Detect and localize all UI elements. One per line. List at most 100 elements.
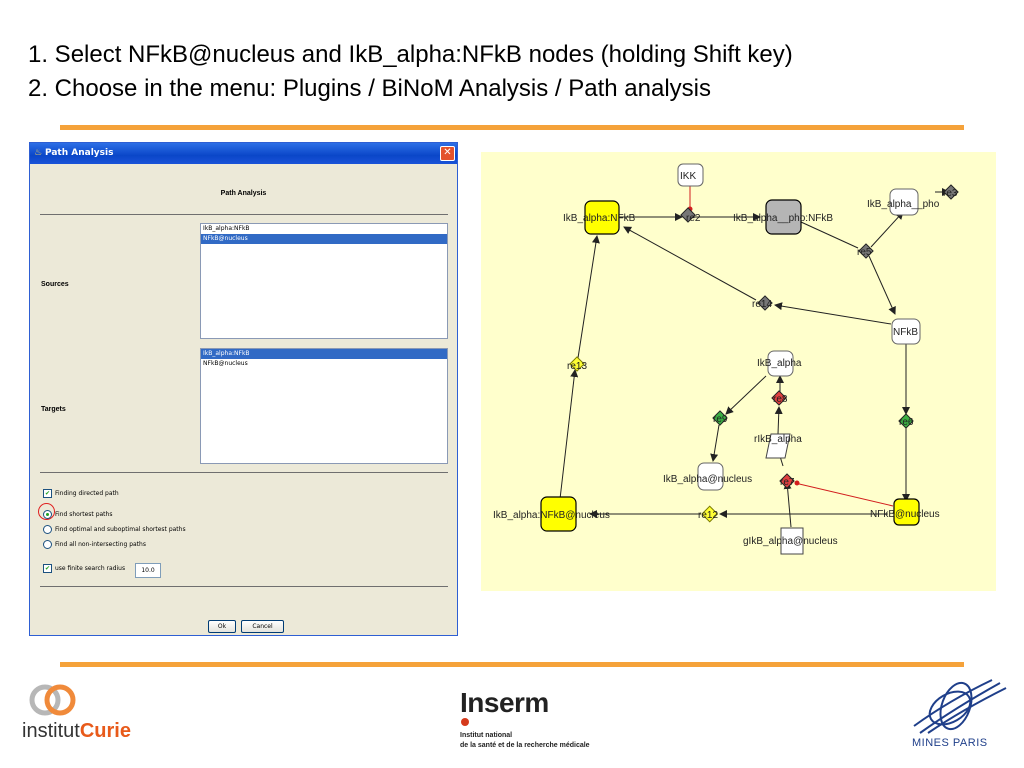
curie-logo-icon xyxy=(29,684,76,716)
shortest-paths-radio[interactable] xyxy=(43,510,52,519)
nonintersecting-paths-radio[interactable] xyxy=(43,540,52,549)
node-labels: IKK IkB_alpha:NFkB IkB_alpha__pho:NFkB I… xyxy=(493,171,940,547)
directed-path-checkbox[interactable]: ✔ xyxy=(43,489,52,498)
target-item[interactable]: IkB_alpha:NFkB xyxy=(201,349,447,359)
instruction-line-1: 1. Select NFkB@nucleus and IkB_alpha:NFk… xyxy=(28,41,793,68)
label-re3: re3 xyxy=(943,188,958,199)
node-ikk[interactable] xyxy=(677,163,704,187)
inserm-subtitle-line-2: de la santé et de la recherche médicale xyxy=(460,742,590,749)
mines-paris-text: MINES PARIS xyxy=(912,737,988,749)
reaction-re14[interactable] xyxy=(757,295,773,311)
targets-label: Targets xyxy=(41,406,66,413)
sources-list[interactable]: IkB_alpha:NFkB NFkB@nucleus xyxy=(200,223,448,339)
curie-prefix: institut xyxy=(22,720,80,742)
source-item[interactable]: IkB_alpha:NFkB xyxy=(203,225,250,232)
label-re9: re9 xyxy=(713,414,728,425)
sources-label: Sources xyxy=(41,281,69,288)
label-r-ikb-alpha: rIkB_alpha xyxy=(754,434,802,445)
shortest-paths-label: Find shortest paths xyxy=(55,511,113,518)
node-nfkb[interactable] xyxy=(891,318,921,345)
ok-button[interactable]: Ok xyxy=(208,620,236,633)
label-re14: re14 xyxy=(752,299,772,310)
node-ikb-nucleus[interactable] xyxy=(697,462,724,491)
instructions: 1. Select NFkB@nucleus and IkB_alpha:NFk… xyxy=(28,38,793,106)
network-graph: IKK IkB_alpha:NFkB IkB_alpha__pho:NFkB I… xyxy=(481,152,996,591)
reaction-re9[interactable] xyxy=(712,410,728,426)
node-ikb-nfkb[interactable] xyxy=(584,200,620,235)
optimal-paths-radio[interactable] xyxy=(43,525,52,534)
species-nodes xyxy=(540,163,921,555)
reaction-re2[interactable] xyxy=(680,207,696,223)
curie-logo-text: institutCurie xyxy=(22,720,131,743)
inserm-logo-text: Inserm xyxy=(460,687,549,718)
highlight-circle xyxy=(38,503,55,520)
curie-bold: Curie xyxy=(79,720,131,742)
directed-path-option[interactable]: ✔ Finding directed path xyxy=(43,489,119,498)
bottom-divider xyxy=(60,662,964,667)
node-r-ikb-alpha[interactable] xyxy=(765,433,791,459)
shortest-paths-option[interactable]: Find shortest paths xyxy=(43,510,112,519)
reaction-re13[interactable] xyxy=(569,356,585,372)
nonintersecting-paths-label: Find all non-intersecting paths xyxy=(55,541,146,548)
mines-paris-logo-icon xyxy=(913,679,1007,734)
node-ikb-nfkb-nucleus[interactable] xyxy=(540,496,577,532)
reaction-labels: re2 re3 re5 re14 re13 re8 re9 re6 re7 re… xyxy=(567,188,958,521)
source-item[interactable]: NFkB@nucleus xyxy=(201,234,447,244)
label-ikk: IKK xyxy=(680,171,696,182)
finite-radius-label: use finite search radius xyxy=(55,565,126,572)
label-re13: re13 xyxy=(567,361,587,372)
node-ikb-pho-nfkb[interactable] xyxy=(765,199,802,235)
finite-radius-option[interactable]: ✔ use finite search radius xyxy=(43,564,125,573)
close-icon[interactable]: ✕ xyxy=(440,146,455,161)
label-re7: re7 xyxy=(780,477,795,488)
dialog-titlebar[interactable]: ♨ Path Analysis ✕ xyxy=(30,143,457,164)
dialog-title: Path Analysis xyxy=(45,148,114,158)
java-cup-icon: ♨ xyxy=(34,148,43,158)
top-divider xyxy=(60,125,964,130)
label-re2: re2 xyxy=(686,213,701,224)
inserm-subtitle-line-1: Institut national xyxy=(460,732,513,739)
cancel-button[interactable]: Cancel xyxy=(241,620,284,633)
dialog-heading: Path Analysis xyxy=(220,190,267,197)
node-ikb-pho[interactable] xyxy=(889,188,919,216)
label-ikb-pho: IkB_alpha__pho xyxy=(867,199,940,210)
label-re12: re12 xyxy=(698,510,718,521)
search-radius-input[interactable]: 10.0 xyxy=(135,563,161,578)
label-ikb-alpha: IkB_alpha xyxy=(757,358,802,369)
separator-bottom xyxy=(40,586,448,587)
catalysis-edges xyxy=(689,185,894,507)
reaction-nodes xyxy=(569,184,959,523)
reaction-re6[interactable] xyxy=(898,413,914,429)
label-nfkb: NFkB xyxy=(893,327,918,338)
label-ikb-nfkb-nucleus: IkB_alpha:NFkB@nucleus xyxy=(493,510,610,521)
reaction-re12[interactable] xyxy=(701,505,719,523)
instruction-line-2: 2. Choose in the menu: Plugins / BiNoM A… xyxy=(28,75,712,102)
nonintersecting-paths-option[interactable]: Find all non-intersecting paths xyxy=(43,540,146,549)
separator-middle xyxy=(40,472,448,473)
reaction-re5[interactable] xyxy=(858,243,874,259)
optimal-paths-label: Find optimal and suboptimal shortest pat… xyxy=(55,526,186,533)
node-g-ikb-nucleus[interactable] xyxy=(780,527,804,555)
target-item[interactable]: NFkB@nucleus xyxy=(203,360,248,367)
network-svg: IKK IkB_alpha:NFkB IkB_alpha__pho:NFkB I… xyxy=(493,163,959,555)
label-re5: re5 xyxy=(857,247,872,258)
node-nfkb-nucleus[interactable] xyxy=(893,498,920,526)
finite-radius-checkbox[interactable]: ✔ xyxy=(43,564,52,573)
label-ikb-nucleus: IkB_alpha@nucleus xyxy=(663,474,752,485)
graph-edges xyxy=(559,188,950,528)
node-ikb-alpha[interactable] xyxy=(767,350,794,377)
reaction-re3[interactable] xyxy=(943,184,959,200)
path-analysis-dialog: ♨ Path Analysis ✕ Path Analysis Sources … xyxy=(29,142,458,636)
separator-top xyxy=(40,214,448,215)
reaction-re7[interactable] xyxy=(779,473,795,489)
label-ikb-pho-nfkb: IkB_alpha__pho:NFkB xyxy=(733,213,833,224)
directed-path-label: Finding directed path xyxy=(55,490,119,497)
reaction-re8[interactable] xyxy=(771,390,787,406)
label-re6: re6 xyxy=(899,417,914,428)
label-g-ikb-nucleus: gIkB_alpha@nucleus xyxy=(743,536,838,547)
inserm-subtitle: Institut national de la santé et de la r… xyxy=(460,731,590,751)
inserm-dot-icon xyxy=(461,718,469,726)
targets-list[interactable]: IkB_alpha:NFkB NFkB@nucleus xyxy=(200,348,448,464)
optimal-paths-option[interactable]: Find optimal and suboptimal shortest pat… xyxy=(43,525,186,534)
label-nfkb-nucleus: NFkB@nucleus xyxy=(870,509,940,520)
